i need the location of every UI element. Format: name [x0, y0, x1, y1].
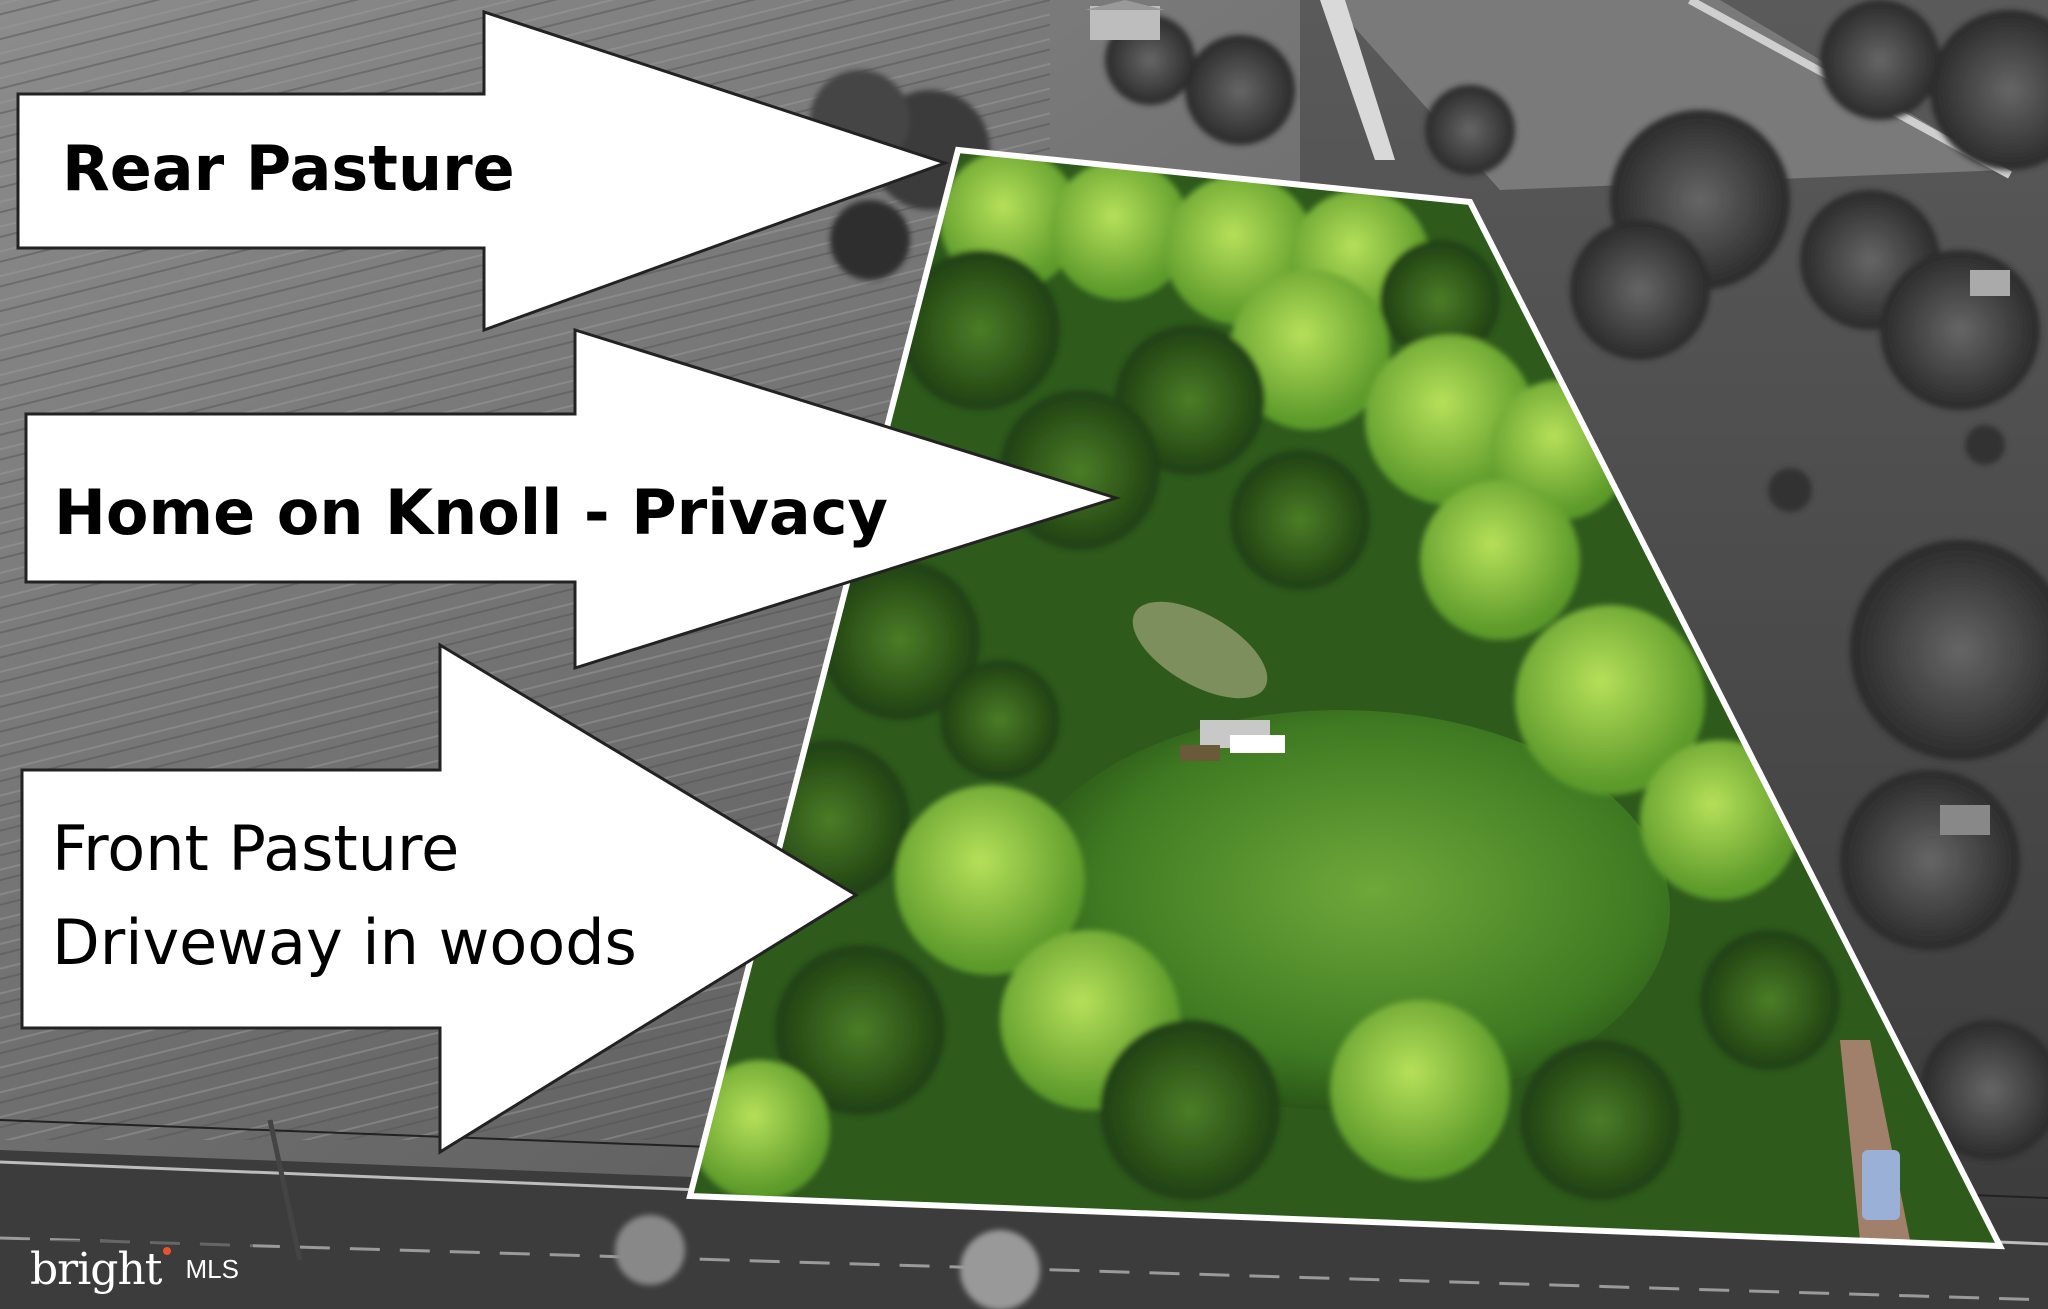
watermark-brand: bright: [30, 1243, 162, 1295]
arrow-home-on-knoll: [24, 327, 1122, 671]
watermark-dot-icon: [163, 1247, 172, 1255]
gray-tree-cluster: [1105, 0, 2048, 1160]
label-home-on-knoll: Home on Knoll - Privacy: [54, 476, 888, 549]
label-front-pasture: Front Pasture: [52, 812, 460, 885]
bright-mls-watermark: bright MLS: [16, 1240, 253, 1298]
arrow-front-pasture: [20, 642, 859, 1155]
label-rear-pasture: Rear Pasture: [62, 132, 515, 205]
arrow-rear-pasture: [16, 9, 950, 333]
watermark-suffix: MLS: [185, 1253, 239, 1284]
label-driveway-in-woods: Driveway in woods: [52, 906, 637, 979]
